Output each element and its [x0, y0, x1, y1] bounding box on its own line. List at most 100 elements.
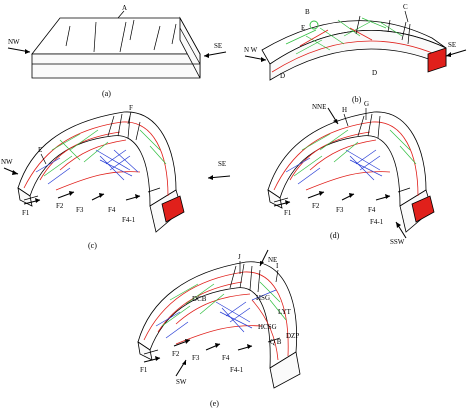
black-joints [107, 113, 141, 141]
label-se: SE [448, 41, 456, 49]
green-fractures [161, 281, 287, 327]
vertical-joints [65, 19, 177, 53]
red-fractures [299, 27, 373, 47]
label-nne: NNE [312, 103, 326, 111]
label-HCSG: HCSG [258, 323, 277, 331]
leader-line-i [275, 269, 279, 283]
label-se: SE [218, 160, 226, 168]
block-top-face [31, 17, 201, 55]
red-end-block [427, 47, 447, 73]
small-faults [143, 337, 281, 355]
label-G: G [364, 100, 369, 108]
arrowhead-nw [25, 49, 30, 54]
fold-bedding-red [271, 40, 445, 73]
anticline-c [17, 111, 185, 233]
leader-line-h [343, 113, 349, 127]
panel-c: E F F1 F2 F3 F4 F4-1 NW SE (c) [1, 104, 231, 250]
label-B: B [305, 8, 310, 16]
panel-e: J I DCB HSG LYT HCSG DZP Q B NE SW F1 F2… [137, 249, 301, 408]
caption-c: (c) [88, 241, 97, 250]
label-nw: NW [8, 38, 20, 46]
label-F: F [129, 104, 133, 112]
label-A: A [122, 4, 127, 12]
label-DCB: DCB [192, 295, 207, 303]
label-F4: F4 [368, 206, 376, 214]
label-C: C [403, 3, 408, 11]
label-D-left: D [280, 72, 285, 80]
arrowhead-ne [260, 261, 264, 266]
black-joints [357, 113, 381, 139]
fold-top-face [17, 111, 177, 207]
label-J: J [238, 253, 241, 261]
fault-arrows [143, 339, 253, 363]
leader-line-e [40, 153, 47, 165]
label-F4-1: F4-1 [122, 216, 136, 224]
panel-d: H G NNE SSW F1 F2 F3 F4 F4-1 (d) [267, 100, 435, 246]
red-arcs [23, 121, 169, 197]
flat-block [31, 16, 201, 79]
label-sw: SW [176, 378, 187, 386]
red-end-block [411, 195, 435, 223]
caption-d: (d) [330, 231, 340, 240]
caption-a: (a) [102, 89, 111, 98]
leader-line-c [404, 10, 409, 23]
label-nw: N W [244, 46, 258, 54]
green-fractures [43, 129, 167, 177]
label-F2: F2 [172, 350, 180, 358]
arrowhead-nw [12, 170, 18, 175]
black-joints [355, 15, 411, 45]
label-F4-1: F4-1 [230, 366, 244, 374]
red-end-block [161, 195, 185, 223]
fold-limb-face [269, 351, 301, 389]
small-faults [23, 187, 161, 201]
leader-line-a [117, 10, 125, 19]
label-E: E [301, 24, 305, 32]
label-QB: Q B [270, 338, 282, 346]
label-F3: F3 [192, 354, 200, 362]
label-ssw: SSW [390, 238, 405, 246]
label-H: H [342, 106, 347, 114]
black-joints [229, 263, 261, 293]
arrowhead-se [208, 175, 213, 180]
green-fractures [293, 129, 417, 177]
arrowhead-se [446, 52, 451, 57]
panel-b: B E C D D N W SE (b) [244, 3, 467, 104]
label-nw: NW [1, 158, 13, 166]
label-D-right: D [372, 69, 377, 77]
anticline-e [137, 261, 301, 389]
label-F4: F4 [108, 206, 116, 214]
caption-b: (b) [352, 95, 362, 104]
fault-arrows [23, 191, 141, 205]
label-HSG: HSG [256, 294, 270, 302]
label-F1: F1 [22, 209, 30, 217]
label-F3: F3 [76, 206, 84, 214]
label-I: I [276, 262, 279, 270]
label-se: SE [214, 42, 222, 50]
fault-arrows [273, 191, 391, 207]
red-arcs [273, 121, 419, 197]
label-LYT: LYT [278, 308, 292, 316]
fold-left-end [137, 341, 153, 361]
block-front-face [31, 53, 201, 79]
arrowhead-se [204, 53, 209, 58]
label-F1: F1 [284, 209, 292, 217]
label-ne: NE [268, 256, 277, 264]
panel-a: A NW SE (a) [7, 4, 227, 98]
block-side-face [179, 16, 201, 79]
small-faults [273, 187, 411, 203]
label-F1: F1 [140, 366, 148, 374]
label-F3: F3 [336, 206, 344, 214]
arrowhead-nne [333, 119, 338, 124]
highlight-circle [309, 20, 319, 30]
layer-boundary-side [179, 27, 201, 65]
gentle-fold [261, 15, 447, 81]
label-E: E [38, 146, 42, 154]
label-F2: F2 [56, 202, 64, 210]
label-DZP: DZP [286, 332, 299, 340]
arrowhead-sw [182, 360, 186, 365]
label-F4-1: F4-1 [370, 218, 384, 226]
leader-line-f [127, 111, 132, 125]
blue-fractures [155, 289, 277, 339]
arrowhead-ssw [396, 222, 401, 228]
